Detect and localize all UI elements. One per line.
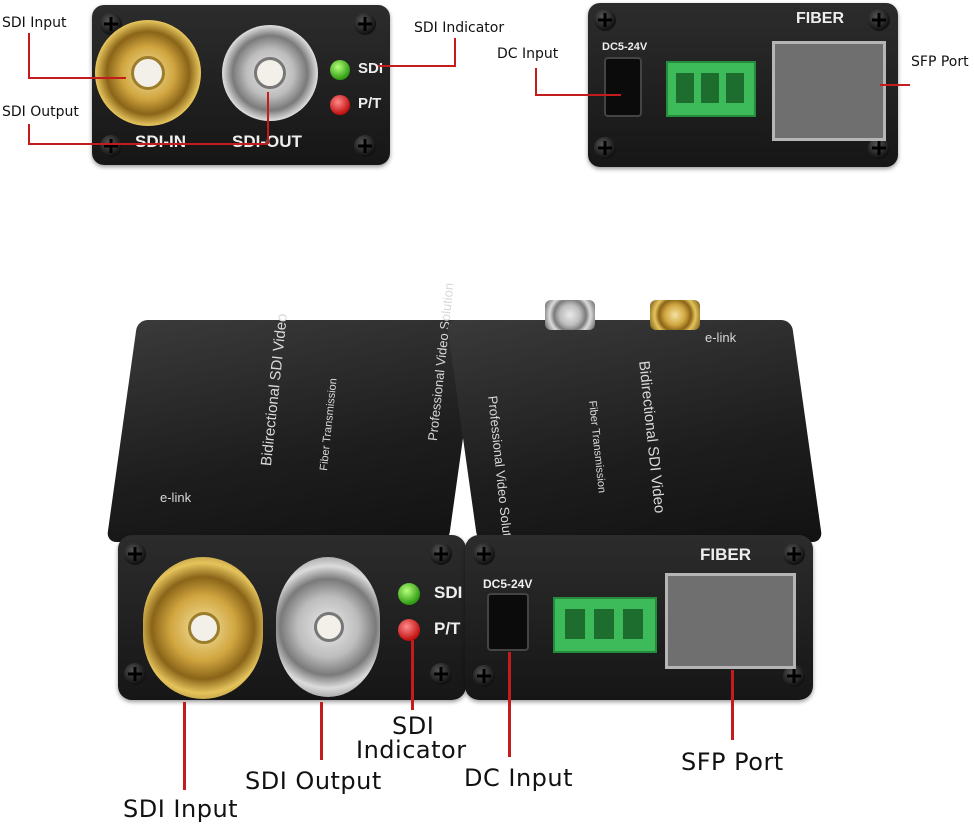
screw-icon [473, 543, 495, 565]
panel-sdi-in-label: SDI-IN [135, 132, 186, 151]
annotation-line [880, 84, 910, 86]
right-box-brand: e-link [705, 330, 737, 345]
screw-icon [783, 543, 805, 565]
annotation-line [267, 92, 269, 144]
annotation-line [454, 38, 456, 66]
terminal-block[interactable] [553, 597, 657, 653]
screw-icon [124, 663, 146, 685]
sdi-input-bnc-connector[interactable] [143, 557, 263, 699]
sdi-output-bnc-connector[interactable] [222, 25, 318, 121]
sdi-output-bnc-connector[interactable] [276, 557, 380, 697]
screw-icon [783, 665, 805, 687]
screw-icon [354, 135, 376, 157]
top-left-front-panel: SDI P/T SDI-IN SDI-OUT [92, 5, 390, 165]
screw-icon [594, 137, 616, 159]
annotation-line [320, 702, 323, 760]
sdi-indicator-led [330, 60, 350, 80]
label-sdi-input-bottom: SDI Input [123, 795, 239, 823]
panel-dc-label: DC5-24V [483, 577, 533, 591]
label-sdi-indicator-line1: SDI [392, 712, 435, 740]
rear-gold-connector [650, 300, 700, 330]
label-dc-input-top: DC Input [497, 46, 559, 62]
label-sdi-indicator-line2: Indicator [356, 736, 467, 764]
screw-icon [473, 665, 495, 687]
label-sdi-indicator-top: SDI Indicator [414, 20, 505, 36]
panel-sdi-label: SDI [434, 583, 463, 602]
dc-power-jack[interactable] [487, 593, 529, 651]
annotation-line [28, 77, 126, 79]
annotation-line [28, 33, 30, 78]
sdi-indicator-led [398, 583, 420, 605]
top-right-rear-panel: DC5-24V FIBER [588, 3, 898, 167]
bottom-right-rear-panel: DC5-24V FIBER [465, 535, 813, 700]
sfp-port[interactable] [665, 573, 796, 669]
panel-pt-label: P/T [434, 619, 461, 638]
sfp-port[interactable] [772, 41, 886, 141]
panel-sdi-out-label: SDI-OUT [232, 132, 302, 152]
label-sdi-output-top: SDI Output [2, 104, 79, 120]
sdi-input-bnc-connector[interactable] [95, 20, 201, 126]
screw-icon [100, 135, 122, 157]
left-unit-housing [106, 320, 480, 542]
label-sfp-port-bottom: SFP Port [681, 748, 784, 776]
panel-dc-label: DC5-24V [602, 41, 648, 53]
screw-icon [430, 663, 452, 685]
annotation-line [28, 124, 30, 144]
annotation-line [378, 65, 456, 67]
label-sdi-input-top: SDI Input [2, 15, 67, 31]
annotation-line [731, 670, 734, 740]
label-sdi-output-bottom: SDI Output [245, 767, 382, 795]
annotation-line [183, 702, 186, 790]
annotation-line [508, 652, 511, 757]
annotation-line [535, 68, 537, 95]
bottom-left-front-panel: SDI P/T [118, 535, 466, 700]
panel-sdi-label: SDI [358, 60, 384, 77]
terminal-block[interactable] [666, 61, 756, 117]
panel-fiber-label: FIBER [700, 545, 751, 564]
annotation-line [28, 143, 268, 145]
annotation-line [535, 94, 621, 96]
panel-fiber-label: FIBER [796, 10, 844, 27]
screw-icon [868, 9, 890, 31]
left-box-brand: e-link [160, 490, 192, 505]
label-sfp-port-top: SFP Port [911, 54, 969, 70]
pt-indicator-led [398, 619, 420, 641]
annotation-line [411, 640, 414, 710]
screw-icon [354, 13, 376, 35]
panel-pt-label: P/T [358, 95, 382, 112]
screw-icon [594, 9, 616, 31]
screw-icon [430, 543, 452, 565]
screw-icon [124, 543, 146, 565]
rear-silver-connector [545, 300, 595, 330]
screw-icon [868, 137, 890, 159]
pt-indicator-led [330, 95, 350, 115]
label-dc-input-bottom: DC Input [464, 764, 574, 792]
dc-power-jack[interactable] [604, 57, 642, 117]
